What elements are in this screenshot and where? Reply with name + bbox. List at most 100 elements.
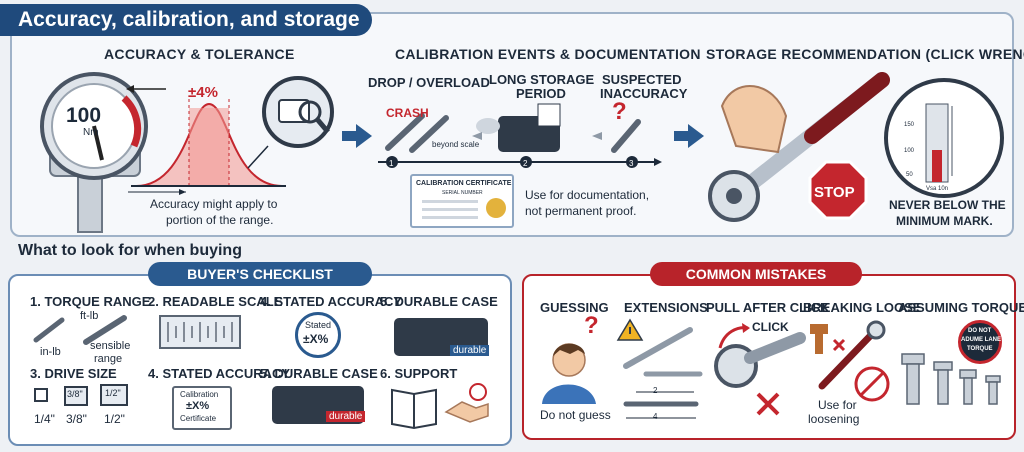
beyond-scale-text: beyond scale [432,140,480,149]
wrench-large-icon [83,315,127,345]
check-stated-accuracy-2: 4. STATED ACCURACY [148,366,291,381]
curved-arrow-icon [718,323,750,349]
ext-dim-2: 2 [653,386,658,395]
mistake-breaking-loose: BREAKING LOOSE [803,300,922,315]
calib-cert-3: Certificate [180,414,217,423]
stop-text: STOP [814,184,855,201]
stated-badge-icon [295,312,341,358]
drive-half-label: 1/2" [104,412,125,426]
stop-sign-icon [808,160,868,220]
question-wrench-icon [611,119,641,153]
ext-dim-4: 4 [653,412,658,421]
torque-range-illustration [33,315,127,345]
page-title: Accuracy, calibration, and storage [0,4,372,36]
gauge-unit: Nm [83,127,99,138]
guessing-note: Do not guess [540,408,611,422]
calibration-heading: CALIBRATION EVENTS & DOCUMENTATION [395,46,701,62]
x-mark-icon [756,392,780,416]
do-not-badge-icon [958,320,1002,364]
drive-half-inner: 1/2" [105,388,121,398]
accuracy-heading: ACCURACY & TOLERANCE [104,46,295,62]
durable-tag: durable [450,345,490,356]
mistake-guessing: GUESSING [540,300,609,315]
mistake-extensions: EXTENSIONS [624,300,708,315]
bolts-icon [901,353,1001,405]
calibration-events-illustration [378,103,662,168]
seal-icon [486,198,506,218]
event-label-1: DROP / OVERLOAD [368,75,490,90]
flow-arrow-icon [342,124,372,148]
sensible-label-2: range [94,353,123,365]
badge-line-1: DO NOT [968,328,992,334]
check-durable-case-2: 5. DURABLE CASE [260,366,378,381]
support-illustration [391,383,489,430]
question-mark-icon: ? [612,98,627,125]
badge-line-3: TORQUE [967,346,993,352]
breaking-note-2: loosening [808,412,860,426]
no-sign-icon [854,366,890,402]
event-label-3b: INACCURACY [600,86,688,101]
calibration-cert-icon [172,386,232,430]
warning-triangle-icon [616,318,644,341]
manual-book-icon [391,388,437,430]
confused-person-icon [542,343,596,404]
guessing-illustration [542,343,596,404]
drive-three-eighths-inner: 3/8" [67,389,83,399]
assuming-torque-illustration [854,353,1001,405]
check-torque-range: 1. TORQUE RANGE [30,294,151,309]
scale-tick-100: 100 [904,148,915,154]
click-text: CLICK [752,320,789,334]
event-label-3a: SUSPECTED [602,72,682,87]
breaker-wrench-icon [818,320,886,390]
check-support: 6. SUPPORT [380,366,458,381]
drive-three-eighths-label: 3/8" [66,412,87,426]
accuracy-illustration [40,72,334,233]
torque-gauge-icon [40,72,148,233]
stated-badge-1: Stated [305,320,332,330]
flow-arrow-icon-2 [674,124,704,148]
x-mark-small-icon [832,338,846,352]
calib-cert-1: Calibration [180,390,219,399]
checklist-title: BUYER'S CHECKLIST [148,262,372,286]
step-1: 1 [389,159,394,168]
event-label-2b: PERIOD [516,86,566,101]
handshake-icon [444,383,489,423]
inlb-label: in-lb [40,346,61,358]
calib-cert-2: ±X% [186,400,210,412]
mistake-assuming-torque: ASSUMING TORQUE [898,300,1024,315]
step-3: 3 [629,159,634,168]
scale-tick-150: 150 [904,122,915,128]
dropped-wrench-icon [385,113,449,153]
durable-tag-2: durable [326,411,366,422]
drive-three-eighths-icon [64,386,88,406]
storage-case-icon [476,103,561,152]
tolerance-label: ±4% [188,84,218,101]
doc-note-2: not permanent proof. [525,204,637,218]
crash-text: CRASH [386,106,429,120]
storage-note-1: NEVER BELOW THE [889,198,1006,212]
step-2: 2 [523,159,528,168]
stated-badge-2: ±X% [303,332,329,346]
scale-label: Vsa 10n [926,186,949,192]
wrench-head-icon [714,332,806,388]
ftlb-label: ft-lb [80,310,99,322]
accuracy-note-1: Accuracy might apply to [150,197,278,211]
drive-quarter-label: 1/4" [34,412,55,426]
wrench-small-icon [33,317,65,343]
accuracy-note-2: portion of the range. [166,213,274,227]
check-stated-accuracy: 4. STATED ACCURACY [260,294,403,309]
badge-line-2: ADUME LANE [961,337,1001,343]
calibration-certificate: CALIBRATION CERTIFICATE SERIAL NUMBER [410,174,514,228]
extension-dimension-icon [623,391,699,419]
pull-after-click-illustration [714,323,806,416]
drive-quarter-icon [34,388,48,402]
rusty-bolt-icon [810,324,828,354]
doc-note-1: Use for documentation, [525,188,650,202]
extensions-illustration [616,318,703,419]
buying-heading: What to look for when buying [18,242,242,259]
storage-illustration [708,72,1004,222]
bell-curve-icon [128,99,286,195]
certificate-subtitle: SERIAL NUMBER [442,190,483,196]
question-mark-icon-2: ? [584,312,599,339]
mistakes-title: COMMON MISTAKES [650,262,862,286]
